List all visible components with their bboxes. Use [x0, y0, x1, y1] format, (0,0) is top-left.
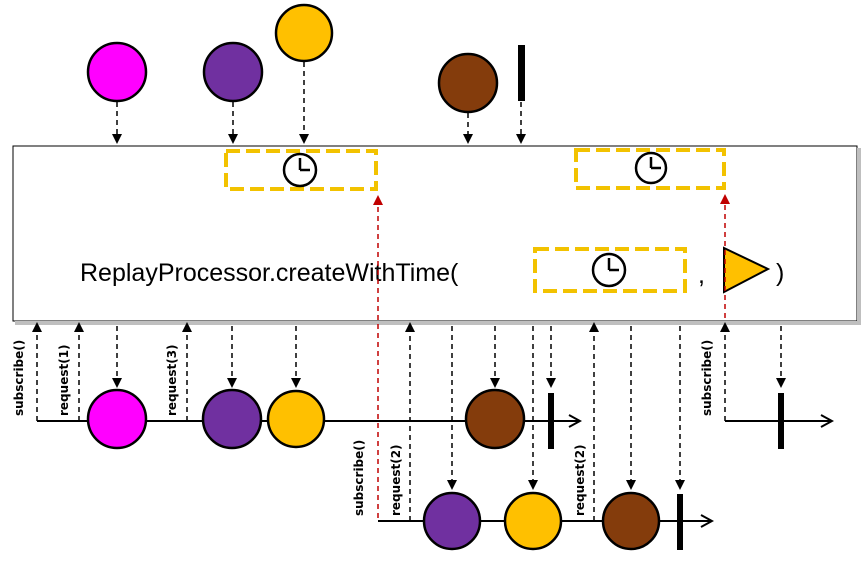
clock-icon: [634, 151, 668, 185]
expiry-window-box: [574, 148, 726, 190]
source-purple-marble: [202, 41, 264, 103]
subscriber1-gold-marble: [266, 389, 326, 449]
subscriber1-completion-bar: [548, 393, 554, 449]
subscribe-label: subscribe(): [12, 340, 26, 416]
subscriber1-purple-marble: [201, 388, 263, 450]
source-brown-marble: [437, 52, 499, 114]
subscribe-label: subscribe(): [700, 340, 714, 416]
subscribe-label: subscribe(): [352, 440, 366, 516]
operator-code-suffix: ): [776, 259, 784, 287]
clock-icon: [591, 252, 627, 288]
subscriber1-brown-marble: [464, 388, 526, 450]
subscriber-3-timeline: subscribe(): [700, 322, 832, 449]
triangle-scheduler-icon: [723, 246, 771, 294]
source-completion-bar: [518, 45, 525, 101]
duration-parameter-box: [533, 247, 687, 293]
subscriber2-purple-marble: [422, 491, 482, 551]
subscriber2-completion-bar: [677, 494, 683, 550]
clock-icon: [282, 152, 318, 188]
source-timeline: [86, 3, 526, 144]
request-label: request(1): [57, 344, 71, 416]
subscriber2-gold-marble: [503, 491, 563, 551]
operator-box: ReplayProcessor.createWithTime( , ): [12, 145, 861, 518]
subscriber-2-timeline: subscribe() request(2) request(2): [352, 322, 712, 551]
subscriber2-brown-marble: [601, 491, 661, 551]
source-gold-marble: [274, 3, 334, 63]
subscriber-1-timeline: subscribe() request(1) request(3): [12, 322, 580, 450]
request-label: request(2): [573, 444, 587, 516]
subscriber1-magenta-marble: [86, 388, 148, 450]
source-magenta-marble: [86, 41, 148, 103]
request-label: request(2): [389, 444, 403, 516]
subscriber3-completion-bar: [778, 393, 784, 449]
expiry-window-box: [224, 149, 378, 191]
request-label: request(3): [165, 344, 179, 416]
operator-code-prefix: ReplayProcessor.createWithTime(: [80, 259, 459, 287]
operator-code-comma: ,: [698, 261, 705, 289]
